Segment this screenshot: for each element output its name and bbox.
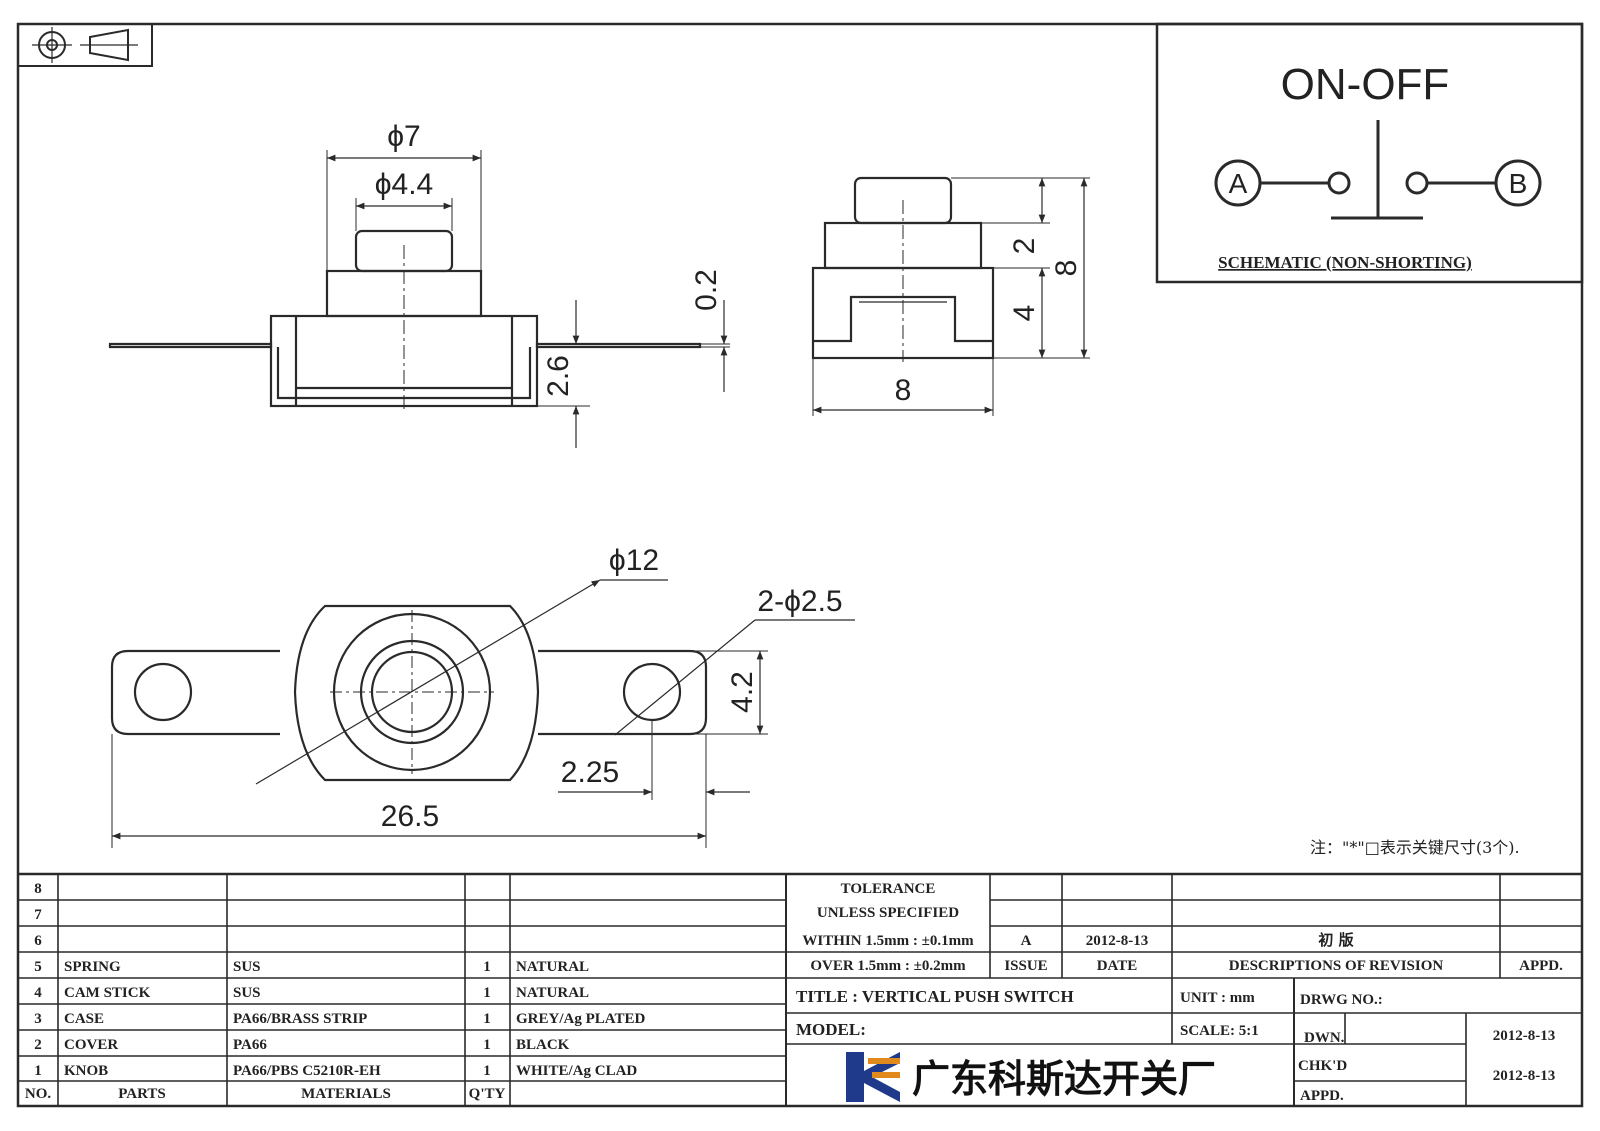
bom-cell-part: KNOB [64, 1063, 108, 1079]
tolerance-line3: WITHIN 1.5mm : ±0.1mm [802, 933, 974, 949]
bom-cell-finish: WHITE/Ag CLAD [516, 1063, 637, 1079]
dim-holes: 2-ϕ2.5 [757, 585, 842, 618]
sheet-border [16, 22, 1584, 1108]
drwg-no-label: DRWG NO.: [1300, 992, 1383, 1008]
dim-4: 4 [1008, 305, 1041, 322]
projection-symbol-icon [17, 23, 153, 67]
bom-cell-finish: BLACK [516, 1037, 570, 1053]
bom-cell-qty: 1 [483, 985, 491, 1001]
terminal-b-circle [1494, 159, 1542, 207]
bom-cell-part: SPRING [64, 959, 121, 975]
bom-cell-qty: 1 [483, 959, 491, 975]
bom-cell-part: CASE [64, 1011, 104, 1027]
bom-cell-no: 7 [34, 907, 42, 923]
bom-cell-material: PA66/BRASS STRIP [233, 1011, 367, 1027]
dim-26-5: 26.5 [381, 800, 439, 833]
descriptions-label: DESCRIPTIONS OF REVISION [1229, 958, 1444, 974]
chkd-label: CHK'D [1298, 1058, 1347, 1074]
revision-description: 初 版 [1318, 931, 1353, 949]
schematic-title: ON-OFF [1281, 60, 1450, 109]
dim-4-2: 4.2 [726, 671, 759, 713]
bom-cell-no: 8 [34, 881, 42, 897]
title-block-grid [18, 872, 1582, 1106]
dim-8-height: 8 [1050, 260, 1083, 277]
contact-left [1327, 171, 1351, 195]
scale-label: SCALE: 5:1 [1180, 1023, 1259, 1039]
bom-cell-no: 3 [34, 1011, 42, 1027]
issue-label: ISSUE [1004, 958, 1047, 974]
contact-right [1405, 171, 1429, 195]
revision-issue: A [1021, 933, 1032, 949]
key-dimension-note: 注："*"□表示关键尺寸(3个). [1310, 838, 1520, 857]
terminal-a-label: A [1229, 168, 1248, 199]
company-name: 广东科斯达开关厂 [912, 1057, 1216, 1101]
bom-cell-no: 6 [34, 933, 42, 949]
bom-cell-no: 2 [34, 1037, 42, 1053]
chkd-date: 2012-8-13 [1493, 1068, 1556, 1084]
bom-cell-qty: 1 [483, 1011, 491, 1027]
bom-cell-no: 1 [34, 1063, 42, 1079]
dim-2-25: 2.25 [561, 756, 619, 789]
bom-cell-finish: NATURAL [516, 959, 589, 975]
dim-8-width: 8 [895, 374, 912, 407]
bom-cell-qty: 1 [483, 1037, 491, 1053]
bom-cell-part: COVER [64, 1037, 118, 1053]
top-view [110, 579, 855, 848]
bom-cell-material: SUS [233, 985, 261, 1001]
dim-phi4-4: ϕ4.4 [375, 168, 434, 201]
front-view [108, 150, 730, 448]
bom-cell-no: 5 [34, 959, 42, 975]
bom-cell-part: CAM STICK [64, 985, 151, 1001]
bom-cell-no: 4 [34, 985, 42, 1001]
bom-header-parts: PARTS [118, 1086, 166, 1102]
side-view [811, 176, 1090, 416]
drawing-title: TITLE : VERTICAL PUSH SWITCH [796, 987, 1074, 1006]
date-label: DATE [1097, 958, 1138, 974]
bom-cell-finish: GREY/Ag PLATED [516, 1011, 645, 1027]
dim-2: 2 [1008, 238, 1041, 255]
bom-header-no: NO. [25, 1086, 52, 1102]
bom-cell-material: SUS [233, 959, 261, 975]
dwn-label: DWN. [1304, 1030, 1345, 1046]
unit-label: UNIT : mm [1180, 990, 1255, 1006]
bom-cell-material: PA66/PBS C5210R-EH [233, 1063, 381, 1079]
bom-header-qty: Q'TY [469, 1086, 506, 1102]
tolerance-line2: UNLESS SPECIFIED [817, 905, 959, 921]
schematic-caption: SCHEMATIC (NON-SHORTING) [1218, 253, 1472, 272]
dwn-date: 2012-8-13 [1493, 1028, 1556, 1044]
appd-label: APPD. [1300, 1088, 1344, 1104]
bom-cell-finish: NATURAL [516, 985, 589, 1001]
bom-header-materials: MATERIALS [301, 1086, 391, 1102]
model-label: MODEL: [796, 1020, 866, 1039]
dim-0-2: 0.2 [690, 269, 723, 311]
appd-revision-label: APPD. [1519, 958, 1563, 974]
schematic-panel: ON-OFF A B SCHEMATIC (NON-SHORTING) [1155, 22, 1584, 284]
bom-cell-qty: 1 [483, 1063, 491, 1079]
dim-2-6: 2.6 [542, 355, 575, 397]
bom-cell-material: PA66 [233, 1037, 267, 1053]
terminal-b-label: B [1509, 168, 1528, 199]
tolerance-line1: TOLERANCE [841, 881, 936, 897]
dim-phi7: ϕ7 [387, 120, 421, 153]
company-logo-icon [846, 1052, 900, 1102]
tolerance-line4: OVER 1.5mm : ±0.2mm [810, 958, 966, 974]
revision-date: 2012-8-13 [1086, 933, 1149, 949]
dim-phi12: ϕ12 [609, 544, 659, 577]
